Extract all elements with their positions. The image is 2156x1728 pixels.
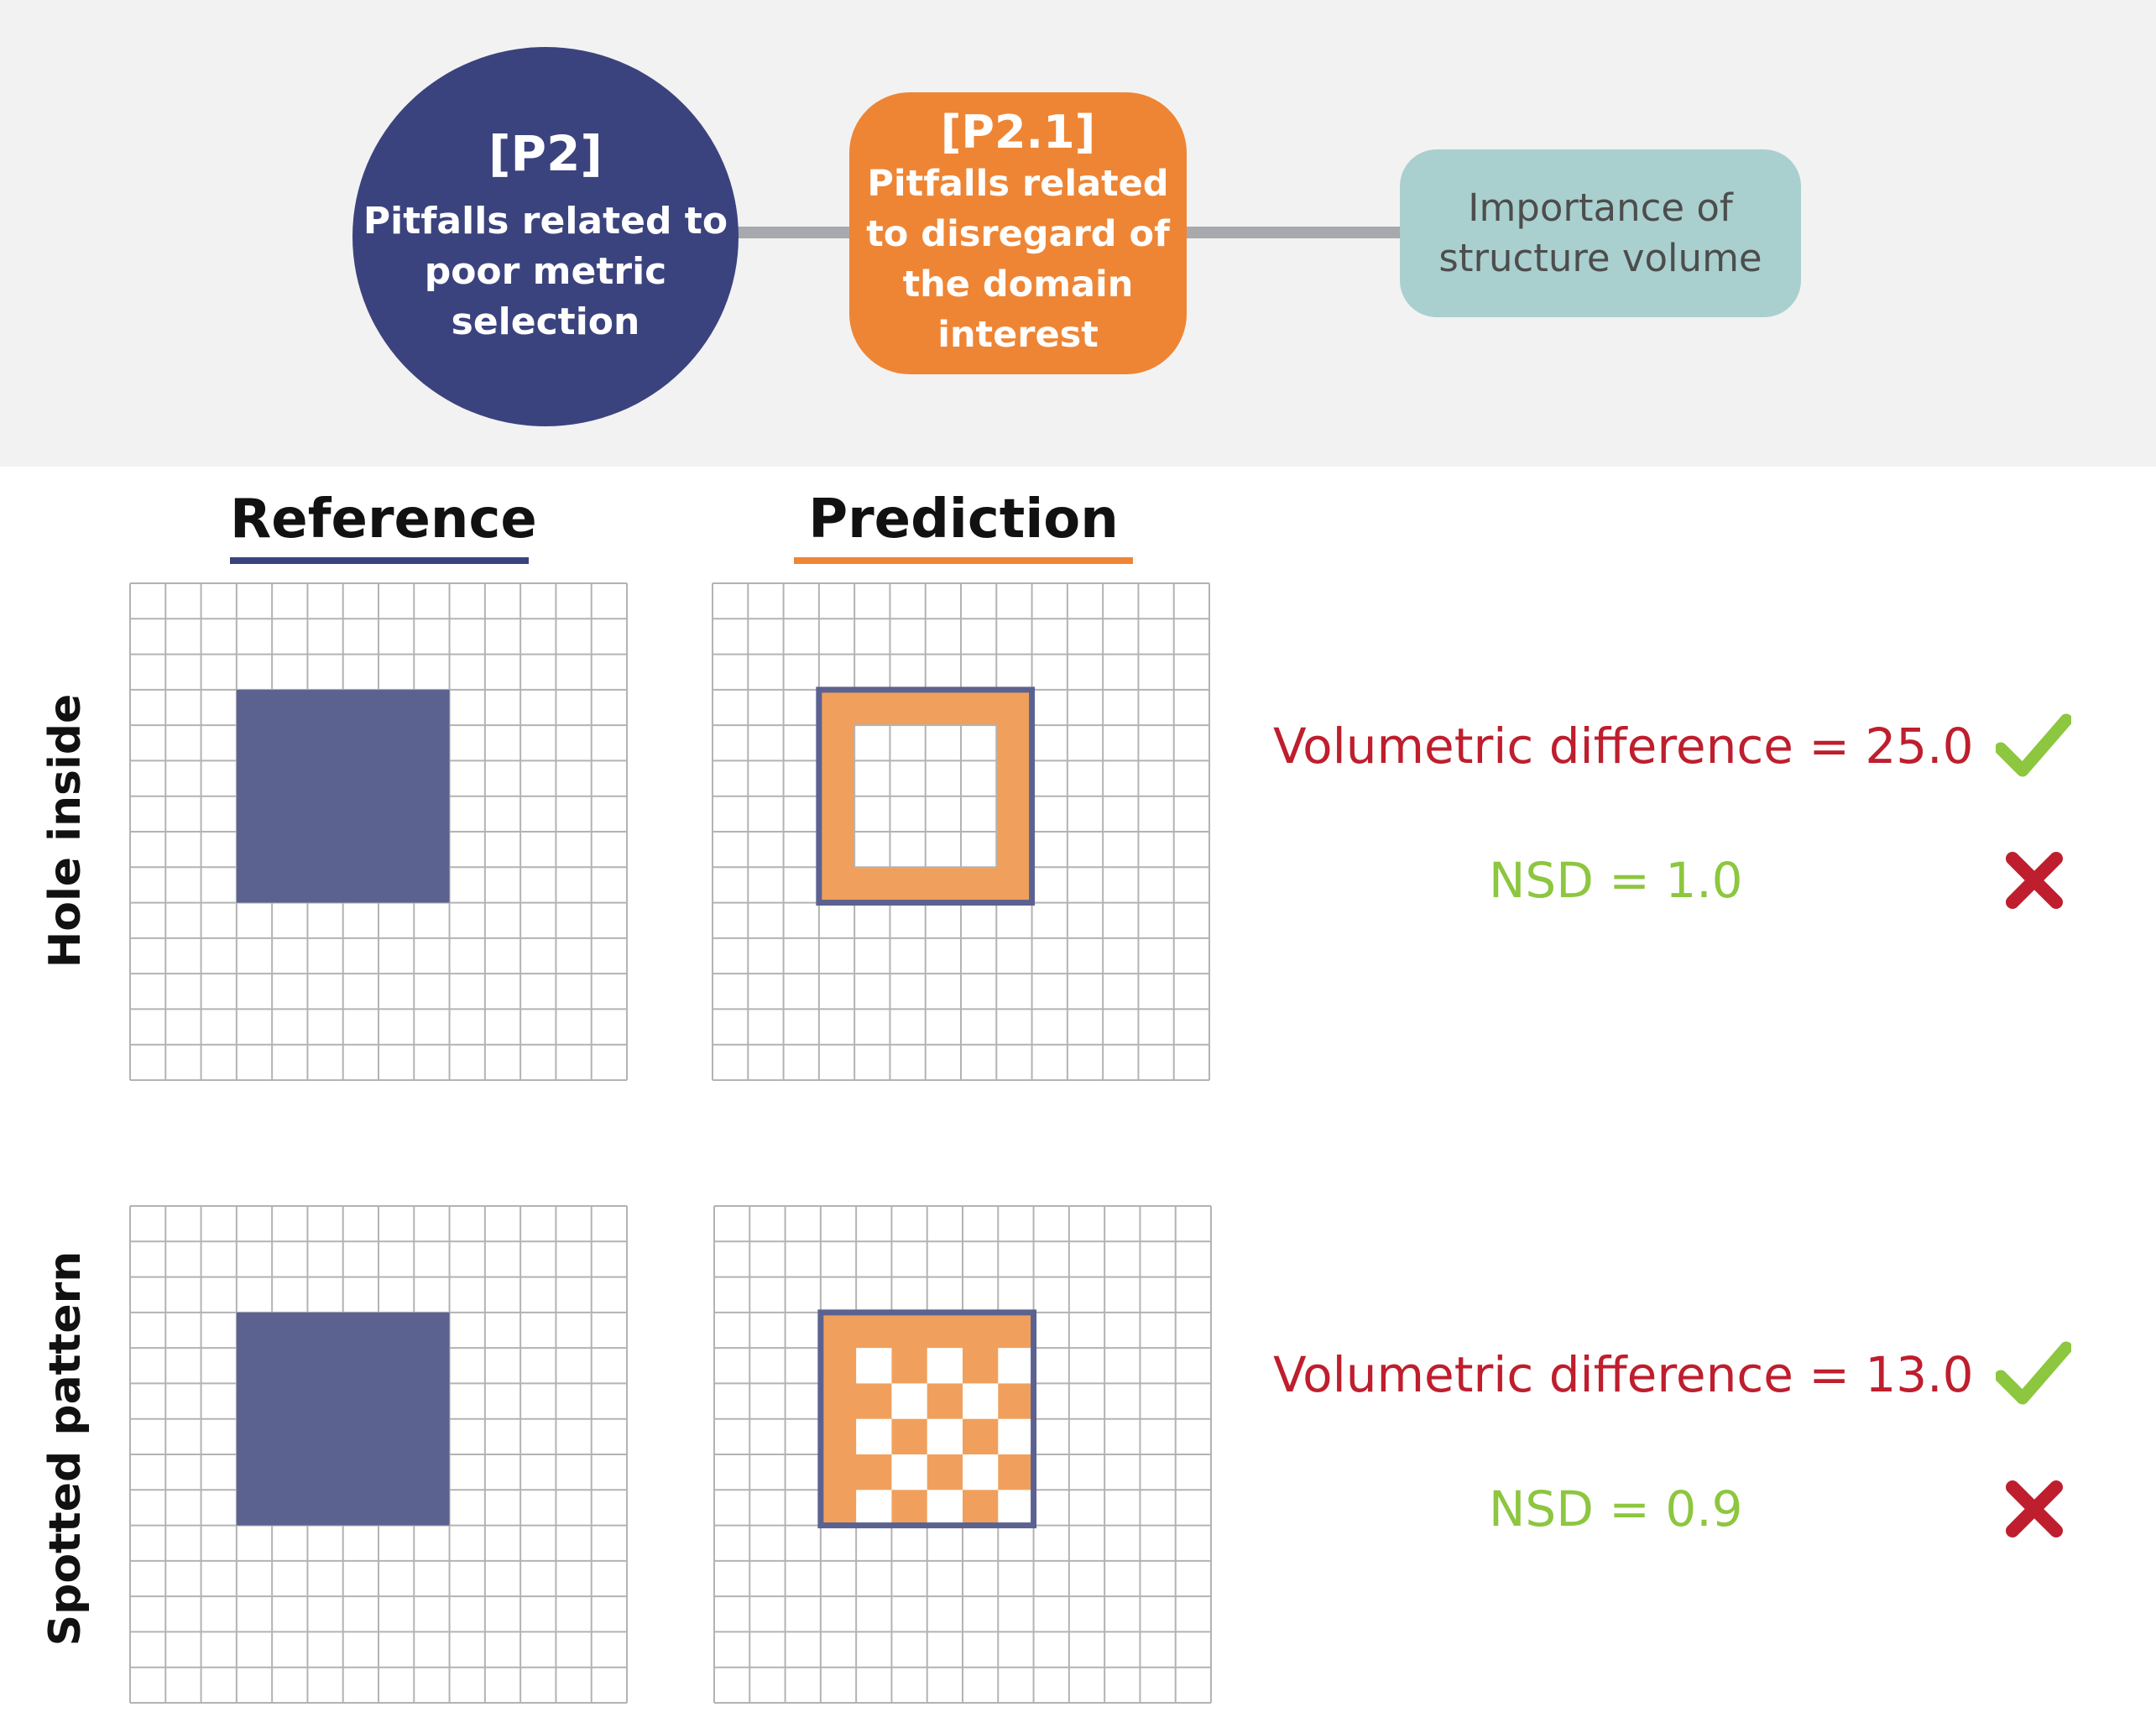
cross-icon	[2006, 852, 2063, 909]
cross-icon	[2006, 1480, 2063, 1537]
column-underline-reference	[230, 557, 529, 564]
check-icon	[1996, 713, 2071, 777]
node-structure-volume: Importance of structure volume	[1400, 149, 1801, 317]
prediction-spot	[856, 1490, 892, 1526]
grid-prediction-spotted	[713, 1205, 1212, 1704]
reference-outline	[817, 1309, 1037, 1529]
prediction-spot	[856, 1348, 892, 1384]
prediction-spot	[998, 1348, 1034, 1384]
prediction-spot	[891, 1454, 927, 1490]
prediction-spot	[927, 1418, 963, 1454]
row-label-spotted-pattern: Spotted pattern	[40, 1250, 91, 1647]
prediction-spot	[998, 1418, 1034, 1454]
prediction-spot	[963, 1454, 999, 1490]
node-p21-code: [P2.1]	[940, 106, 1096, 159]
check-icon	[1996, 1341, 2071, 1405]
connector-p2-p21	[730, 227, 856, 238]
grid-prediction-hole	[712, 582, 1210, 1081]
node-structure-volume-text: Importance of structure volume	[1438, 185, 1762, 280]
grid-reference-hole	[129, 582, 628, 1081]
connector-p21-volume	[1183, 227, 1403, 238]
prediction-spot	[891, 1383, 927, 1419]
volumetric-difference-hole: Volumetric difference = 25.0	[1273, 718, 1974, 775]
node-p2-code: [P2]	[488, 125, 603, 182]
prediction-spot	[856, 1418, 892, 1454]
node-p2: [P2] Pitfalls related to poor metric sel…	[352, 47, 739, 426]
column-underline-prediction	[794, 557, 1133, 564]
prediction-spot	[963, 1383, 999, 1419]
prediction-spot	[927, 1348, 963, 1384]
node-p21-text: Pitfalls related to disregard of the dom…	[866, 163, 1170, 356]
column-header-reference: Reference	[230, 488, 537, 551]
node-p21: [P2.1] Pitfalls related to disregard of …	[849, 92, 1187, 374]
grid-reference-spotted	[129, 1205, 628, 1704]
nsd-hole: NSD = 1.0	[1489, 852, 1743, 909]
volumetric-difference-spotted: Volumetric difference = 13.0	[1273, 1346, 1974, 1403]
reference-segmentation	[236, 1312, 450, 1526]
row-label-hole-inside: Hole inside	[40, 693, 91, 968]
reference-segmentation	[236, 689, 450, 903]
prediction-spot	[927, 1490, 963, 1526]
reference-outline	[816, 687, 1036, 906]
column-header-prediction: Prediction	[808, 488, 1119, 551]
prediction-spot	[998, 1490, 1034, 1526]
nsd-spotted: NSD = 0.9	[1489, 1480, 1743, 1537]
node-p2-text: Pitfalls related to poor metric selectio…	[363, 200, 728, 343]
